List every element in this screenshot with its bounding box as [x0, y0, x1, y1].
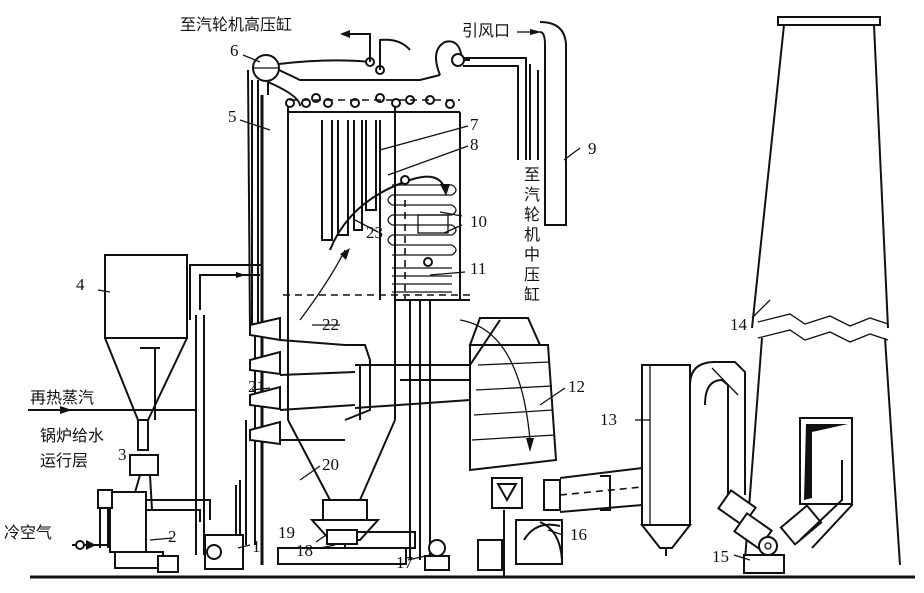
label-ip-turbine-4: 中 [524, 245, 540, 264]
leader-lines [97, 54, 771, 561]
num-20: 20 [322, 455, 339, 474]
induced-draft-duct [689, 361, 853, 574]
precipitator [639, 364, 693, 556]
flue-duct [543, 467, 643, 513]
num-18: 18 [296, 541, 313, 560]
chimney [744, 16, 901, 566]
num-9: 9 [588, 139, 597, 158]
superheater-tubes [321, 120, 457, 293]
num-6: 6 [230, 41, 239, 60]
num-23: 23 [366, 223, 383, 242]
num-1: 1 [252, 537, 261, 556]
label-ip-turbine-3: 机 [524, 225, 540, 244]
air-preheater [459, 317, 558, 509]
num-12: 12 [568, 377, 585, 396]
num-22: 22 [322, 315, 339, 334]
label-ip-turbine-5: 压 [524, 265, 540, 284]
num-3: 3 [118, 445, 127, 464]
num-17: 17 [396, 553, 414, 572]
burners [249, 248, 471, 446]
steam-headers [252, 30, 539, 160]
label-operating-floor: 运行层 [40, 451, 88, 470]
num-10: 10 [470, 212, 487, 231]
downcomers [189, 69, 262, 555]
num-13: 13 [600, 410, 617, 429]
fan [477, 510, 563, 578]
num-2: 2 [168, 527, 177, 546]
bottom-equipment [326, 529, 450, 571]
num-4: 4 [76, 275, 85, 294]
label-hp-turbine: 至汽轮机高压缸 [180, 15, 292, 34]
num-16: 16 [570, 525, 587, 544]
label-reheat-steam: 再热蒸汽 [30, 388, 94, 407]
pump [204, 534, 244, 570]
label-air-inlet: 引风口 [462, 21, 510, 40]
num-7: 7 [470, 115, 479, 134]
ip-pipe [517, 21, 567, 226]
num-5: 5 [228, 107, 237, 126]
furnace [260, 95, 501, 565]
num-8: 8 [470, 135, 479, 154]
inlet-lines [28, 406, 196, 414]
num-19: 19 [278, 523, 295, 542]
num-11: 11 [470, 259, 486, 278]
coal-bunker [104, 254, 188, 451]
label-ip-turbine-0: 至 [524, 165, 540, 184]
label-ip-turbine-6: 缸 [524, 285, 540, 304]
coal-mill [72, 454, 211, 573]
num-21: 21 [248, 377, 265, 396]
num-14: 14 [730, 315, 748, 334]
label-ip-turbine-1: 汽 [524, 185, 540, 204]
label-feed-water: 锅炉给水 [40, 426, 104, 445]
num-15: 15 [712, 547, 729, 566]
label-ip-turbine-2: 轮 [524, 205, 540, 224]
label-cold-air: 冷空气 [4, 523, 52, 542]
